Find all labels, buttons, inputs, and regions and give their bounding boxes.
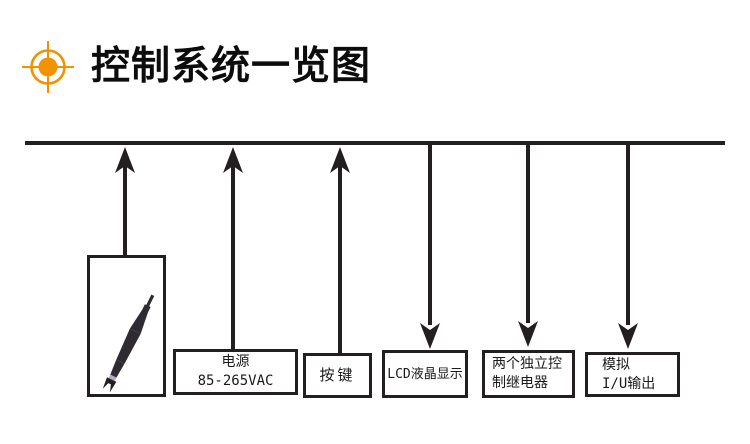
node-sensor-probe: [87, 255, 166, 397]
down-arrowhead: [618, 323, 638, 349]
connector-line: [626, 145, 630, 325]
node-power: 电源 85-265VAC: [173, 349, 298, 395]
up-arrowhead: [115, 147, 135, 173]
sensor-probe-image: [102, 294, 155, 393]
node-label: 两个独立控: [492, 356, 562, 372]
down-arrowhead: [518, 321, 538, 347]
node-relays: 两个独立控 制继电器: [482, 350, 575, 398]
node-label: 电源: [221, 354, 250, 370]
node-keys: 按键: [303, 353, 372, 398]
node-label: 模拟: [602, 356, 630, 373]
connector-line: [526, 145, 530, 323]
page-title: 控制系统一览图: [91, 45, 372, 88]
bus-line: [25, 141, 725, 145]
node-label: LCD液晶显示: [387, 366, 463, 382]
down-arrowhead: [420, 323, 440, 349]
node-lcd-display: LCD液晶显示: [382, 350, 468, 398]
node-label: I/U输出: [602, 375, 656, 392]
connector-line: [428, 145, 432, 325]
node-label: 85-265VAC: [197, 373, 274, 389]
connector-line: [123, 166, 127, 255]
node-analog-output: 模拟 I/U输出: [585, 352, 680, 397]
node-label: 按键: [319, 366, 356, 384]
connector-line: [338, 166, 342, 353]
up-arrowhead: [223, 147, 243, 173]
node-label: 制继电器: [492, 375, 548, 391]
connector-line: [231, 166, 235, 349]
crosshair-target-icon: [22, 41, 74, 93]
up-arrowhead: [330, 147, 350, 173]
